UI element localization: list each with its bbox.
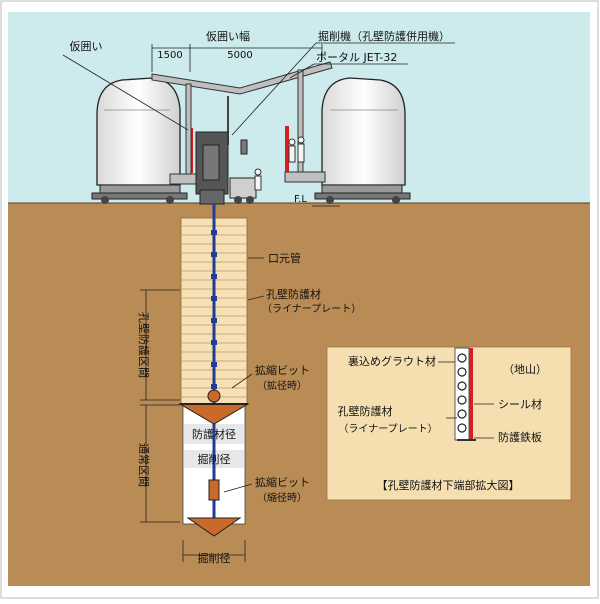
portal-frame — [151, 61, 333, 185]
detail-liner-label-1: 孔壁防護材 — [338, 404, 393, 418]
rod-joint — [211, 362, 217, 367]
kussaku-kei-label: 掘削径 — [198, 452, 231, 466]
kuchimoto-label: 口元管 — [268, 251, 301, 265]
right-vehicle — [314, 77, 411, 204]
detail-liner-label-2: （ライナープレート） — [338, 423, 437, 435]
dim-5000-label: 5000 — [227, 50, 252, 61]
kussaku-kei-bottom-label: 掘削径 — [198, 551, 231, 565]
kussakuki-label: 掘削機（孔壁防護併用機） — [318, 29, 450, 43]
rod-joint — [211, 318, 217, 323]
rod-joint — [211, 230, 217, 235]
grout-ring — [457, 423, 467, 433]
detail-tetsuban-label: 防護鉄板 — [498, 430, 542, 444]
rod-joint — [211, 274, 217, 279]
left-vehicle — [91, 77, 188, 204]
detail-grout-label: 裏込めグラウト材 — [348, 354, 436, 368]
rod-joint — [211, 252, 217, 257]
detail-grout-rings — [457, 353, 467, 433]
detail-seal-label: シール材 — [498, 397, 542, 411]
detail-jiyama-label: （地山） — [503, 363, 547, 376]
grout-ring — [457, 381, 467, 391]
liner-label-2: （ライナープレート） — [262, 303, 361, 315]
bougo-kukan-label: 孔壁防護区間 — [137, 312, 151, 378]
kakoi-label: 仮囲い — [70, 40, 103, 53]
bit-1-sub-label: （拡径時） — [257, 379, 307, 392]
bit-contracted — [186, 479, 242, 537]
worker-figures — [254, 136, 305, 191]
portal-label: ポータル JET-32 — [316, 51, 397, 64]
drilling-machine — [195, 96, 257, 205]
tsujo-kukan-label: 通常区間 — [137, 443, 150, 487]
detail-caption: 【孔壁防護材下端部拡大図】 — [377, 478, 520, 492]
rod-joint — [211, 384, 217, 389]
bit-2-sub-label: （縮径時） — [257, 491, 307, 504]
fl-label: F.L — [294, 194, 307, 205]
liner-label-1: 孔壁防護材 — [266, 287, 321, 301]
bit-expanded — [178, 389, 250, 425]
dim-1500-label: 1500 — [157, 50, 182, 61]
detail-box — [326, 346, 572, 501]
grout-ring — [457, 353, 467, 363]
bit-1-label: 拡縮ビット — [255, 363, 310, 377]
grout-ring — [457, 409, 467, 419]
rod-joints — [211, 230, 217, 389]
kakoi-haba-label: 仮囲い幅 — [206, 30, 250, 43]
top-dimensions — [62, 44, 323, 131]
section-brackets — [140, 289, 180, 523]
grout-ring — [457, 395, 467, 405]
rod-joint — [211, 296, 217, 301]
right-fence — [285, 126, 289, 173]
kussaku-kei-dimension — [182, 540, 246, 562]
grout-ring — [457, 367, 467, 377]
bougo-kei-label: 防護材径 — [192, 427, 236, 441]
bit-2-label: 拡縮ビット — [255, 475, 310, 489]
rod-joint — [211, 340, 217, 345]
